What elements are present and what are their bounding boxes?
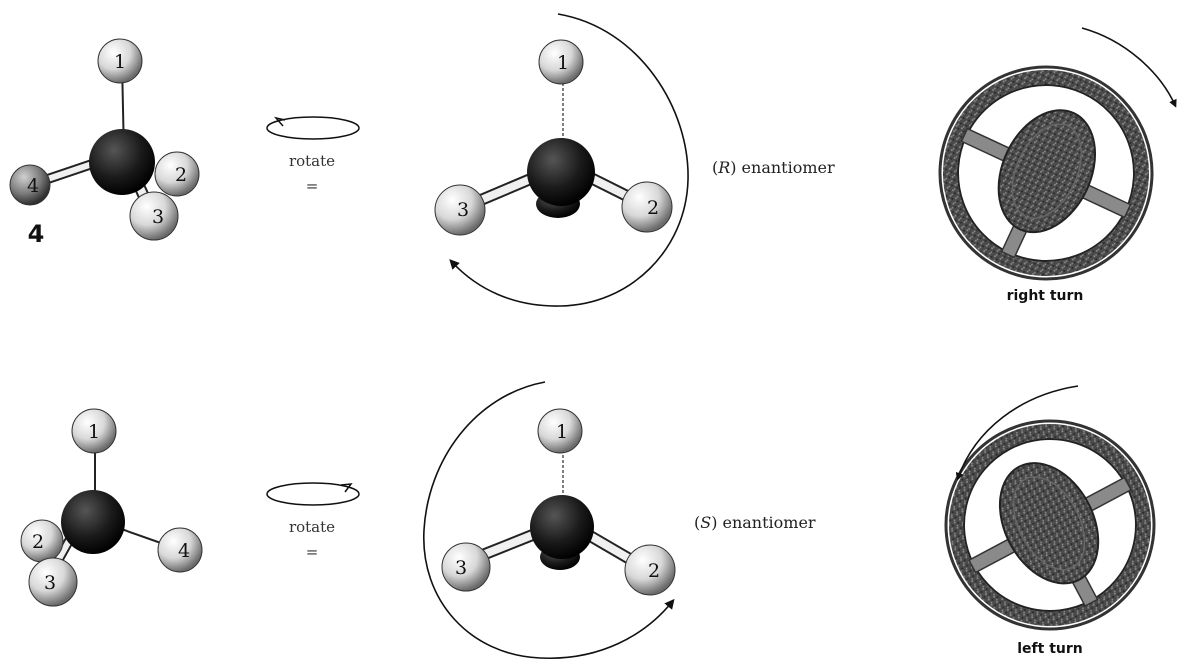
molecule-r-left: 1 2 3 4 4 [9, 38, 200, 248]
atom-r-left-center [89, 129, 155, 195]
rotate-indicator-s: rotate = [266, 482, 360, 561]
rotate-ellipse-r [266, 116, 360, 140]
atom-s-left-center [61, 490, 125, 554]
label-s-right-2: 2 [648, 560, 660, 582]
atom-r-right-center [527, 138, 595, 206]
right-turn-arrow [1081, 27, 1177, 108]
molecule-s-right: 1 2 3 [441, 408, 676, 596]
label-s-right-1: 1 [556, 421, 568, 443]
label-s-left-4: 4 [178, 540, 190, 562]
label-s-left-2: 2 [32, 531, 44, 553]
label-r-left-3: 3 [152, 206, 164, 228]
label-r-left-1: 1 [114, 51, 126, 73]
row-s: 1 2 3 4 rotate = 1 2 3 [20, 381, 1156, 659]
molecule-r-right: 1 2 3 [434, 39, 673, 236]
steering-wheel-left [944, 419, 1156, 631]
label-r-right-2: 2 [647, 197, 659, 219]
equals-s: = [306, 543, 319, 561]
label-s-left-1: 1 [88, 421, 100, 443]
atom-s-right-1 [537, 408, 583, 454]
atom-s-right-3 [441, 542, 491, 592]
rotate-arrow-s-icon [340, 483, 353, 493]
rotate-label-s: rotate [289, 518, 335, 536]
turn-label-left: left turn [1017, 641, 1082, 657]
rotate-label-r: rotate [289, 152, 335, 170]
rotate-ellipse-s [266, 482, 360, 506]
equals-r: = [306, 177, 319, 195]
handwritten-4: 4 [28, 220, 45, 248]
caption-s: (S)enantiomer [694, 513, 816, 532]
label-r-left-4: 4 [27, 175, 39, 197]
row-r: 1 2 3 4 4 rotate = 1 2 3 [9, 13, 1177, 307]
atom-s-right-center [530, 495, 594, 559]
atom-r-left-4 [9, 164, 51, 206]
atom-s-left-3 [28, 557, 78, 607]
left-turn-arrow [955, 385, 1079, 481]
molecule-s-left: 1 2 3 4 [20, 408, 203, 607]
caption-r: (R)enantiomer [712, 158, 835, 177]
rotate-indicator-r: rotate = [266, 116, 360, 195]
label-r-left-2: 2 [175, 164, 187, 186]
rotate-arrow-r-icon [273, 116, 286, 127]
atom-r-left-1 [97, 38, 143, 84]
atom-r-right-2 [621, 181, 673, 233]
label-r-right-1: 1 [557, 52, 569, 74]
atom-s-left-1 [71, 408, 117, 454]
atom-r-left-2 [154, 151, 200, 197]
label-s-right-3: 3 [455, 557, 467, 579]
counterclockwise-arrow [423, 381, 675, 659]
clockwise-arrow [449, 13, 689, 307]
atom-r-left-3 [129, 191, 179, 241]
atom-r-right-1 [538, 39, 584, 85]
atom-s-left-4 [157, 527, 203, 573]
atom-r-right-3 [434, 184, 486, 236]
turn-label-right: right turn [1007, 288, 1084, 304]
steering-wheel-right [938, 65, 1154, 281]
atom-s-right-2 [624, 544, 676, 596]
label-r-right-3: 3 [457, 199, 469, 221]
label-s-left-3: 3 [44, 572, 56, 594]
